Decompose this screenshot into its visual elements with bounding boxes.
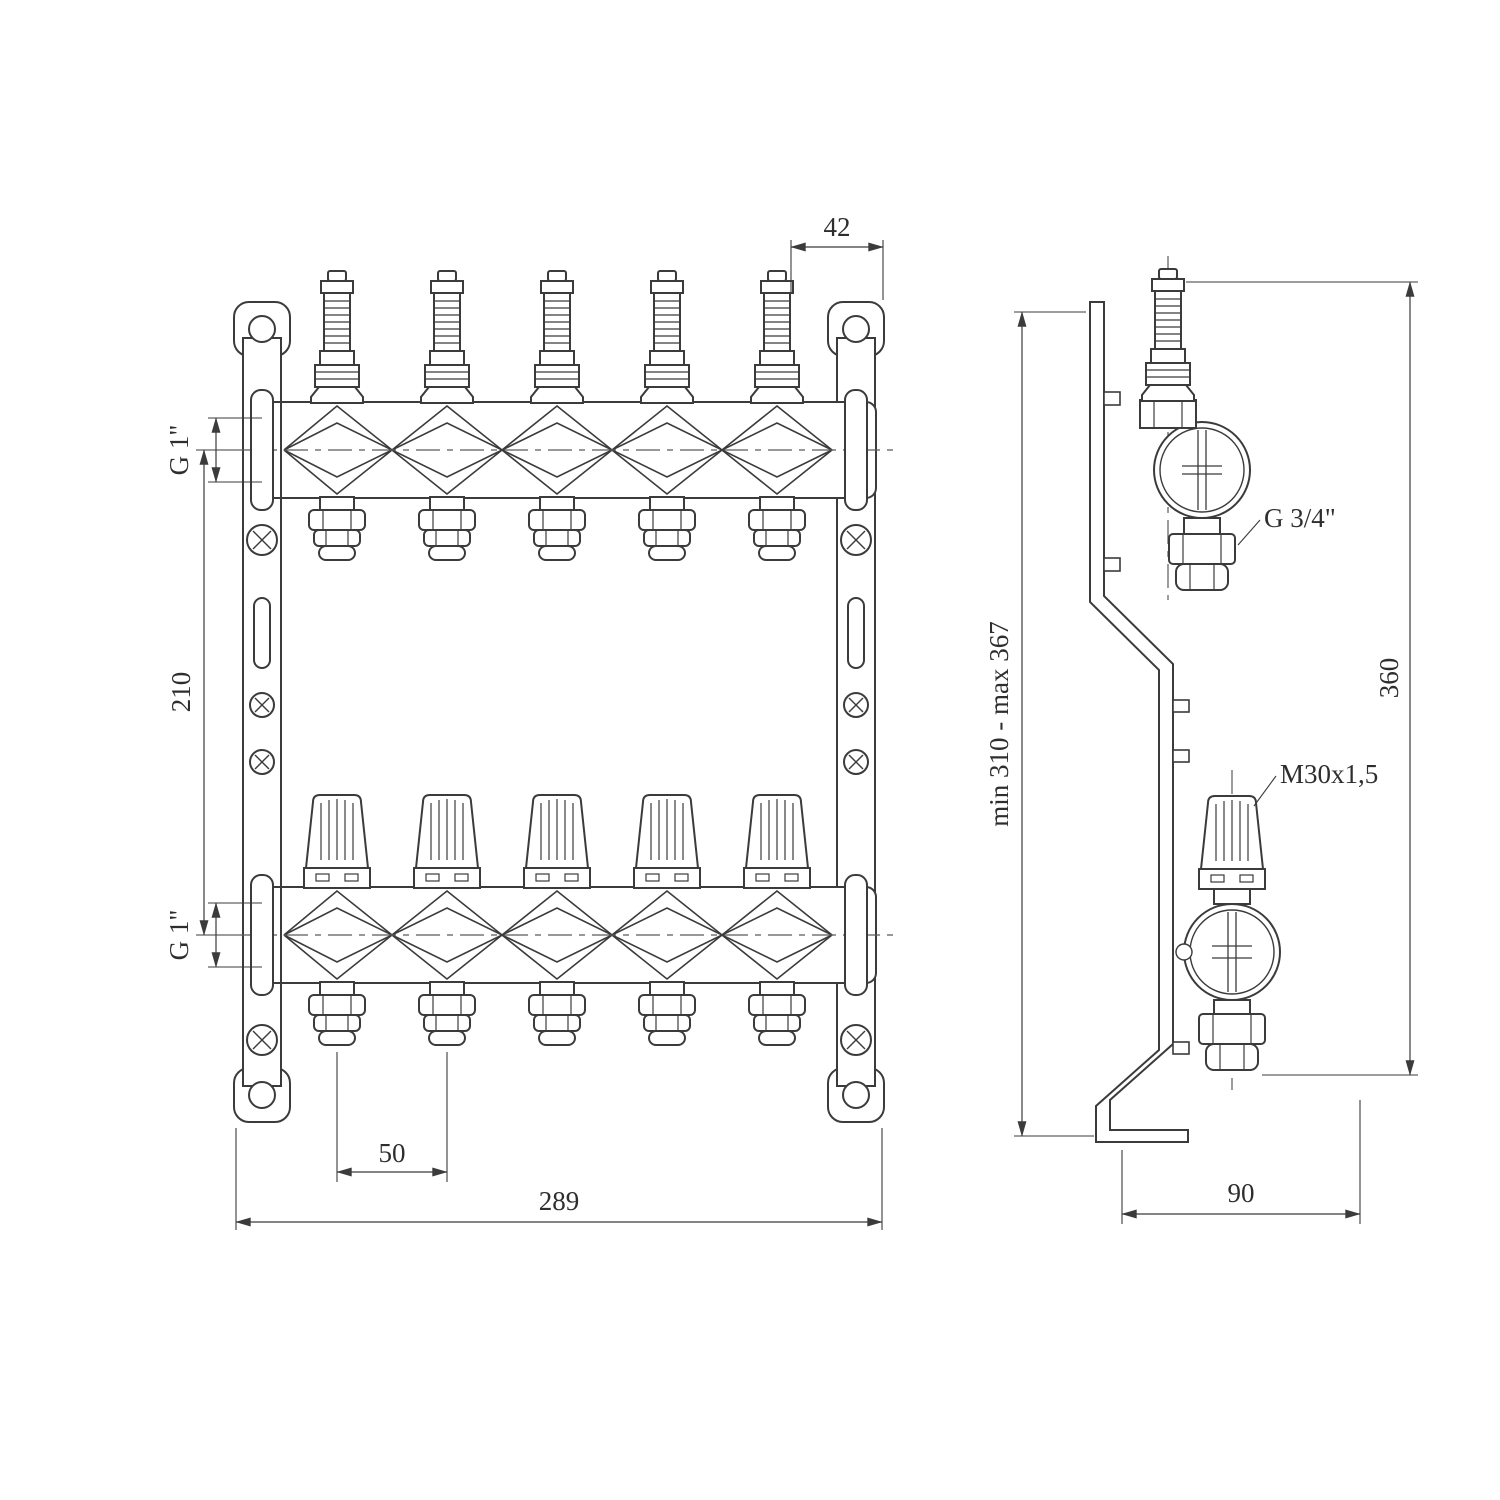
compression-fitting bbox=[418, 981, 476, 1046]
dim-label-50: 50 bbox=[379, 1138, 406, 1168]
flow-meter bbox=[750, 270, 804, 404]
dimension-return-thread: G 1" bbox=[164, 902, 262, 968]
outlet-union-bottom bbox=[1198, 999, 1266, 1071]
valve-actuator bbox=[303, 794, 371, 889]
dim-label-289: 289 bbox=[539, 1186, 580, 1216]
flow-meter-side bbox=[1141, 268, 1195, 402]
dim-label-g1-top: G 1" bbox=[164, 425, 194, 476]
front-view: 42 G 1" 210 G 1" 50 bbox=[164, 212, 899, 1230]
compression-fitting bbox=[308, 496, 366, 561]
manifold-bar-bottom bbox=[239, 886, 899, 984]
side-bottom-assembly: M30x1,5 bbox=[1175, 759, 1378, 1071]
wall-bracket-profile bbox=[1089, 301, 1189, 1143]
dimension-outlet-spacing: 50 bbox=[336, 1052, 448, 1182]
valve-spindle-detail bbox=[1212, 912, 1252, 992]
compression-fitting bbox=[308, 981, 366, 1046]
flow-meter bbox=[420, 270, 474, 404]
dim-label-bracket-range: min 310 - max 367 bbox=[984, 621, 1014, 826]
dimension-edge-offset: 42 bbox=[790, 212, 884, 300]
valve-actuator-side bbox=[1198, 795, 1266, 890]
bracket-clamp-hole bbox=[1175, 943, 1193, 961]
compression-fitting bbox=[748, 981, 806, 1046]
valve-actuator bbox=[743, 794, 811, 889]
dim-label-210: 210 bbox=[166, 672, 196, 713]
compression-fitting bbox=[748, 496, 806, 561]
dim-label-360: 360 bbox=[1374, 658, 1404, 699]
compression-fitting bbox=[638, 981, 696, 1046]
dimension-row-spacing: 210 bbox=[166, 449, 240, 936]
valve-actuator bbox=[523, 794, 591, 889]
dimension-overall-height: 360 bbox=[1186, 281, 1418, 1076]
label-outlet-thread: G 3/4" bbox=[1264, 503, 1336, 533]
manifold-bar-top bbox=[239, 401, 899, 499]
valve-actuator-caps bbox=[303, 794, 811, 889]
valve-actuator bbox=[633, 794, 701, 889]
side-view: G 3/4" M3 bbox=[984, 256, 1418, 1224]
side-top-assembly: G 3/4" bbox=[1139, 268, 1336, 591]
dimension-depth: 90 bbox=[1121, 1100, 1361, 1224]
flow-meters bbox=[310, 270, 804, 404]
compression-fitting bbox=[638, 496, 696, 561]
outlet-union-top bbox=[1168, 517, 1236, 591]
dimension-bracket-range: min 310 - max 367 bbox=[984, 311, 1094, 1137]
compression-fitting bbox=[418, 496, 476, 561]
dim-label-90: 90 bbox=[1228, 1178, 1255, 1208]
bracket-tabs bbox=[1103, 391, 1190, 1055]
compression-fitting bbox=[528, 496, 586, 561]
valve-spindle-detail bbox=[1182, 430, 1222, 510]
bracket-straps bbox=[250, 389, 868, 996]
compression-fitting bbox=[528, 981, 586, 1046]
dim-label-42: 42 bbox=[824, 212, 851, 242]
compression-fittings-top bbox=[308, 496, 806, 561]
label-valve-thread: M30x1,5 bbox=[1280, 759, 1378, 789]
compression-fittings-bottom bbox=[308, 981, 806, 1046]
flow-meter bbox=[530, 270, 584, 404]
valve-actuator bbox=[413, 794, 481, 889]
flow-meter bbox=[310, 270, 364, 404]
flow-meter bbox=[640, 270, 694, 404]
dimension-overall-width: 289 bbox=[235, 1128, 883, 1230]
dim-label-g1-bottom: G 1" bbox=[164, 910, 194, 961]
